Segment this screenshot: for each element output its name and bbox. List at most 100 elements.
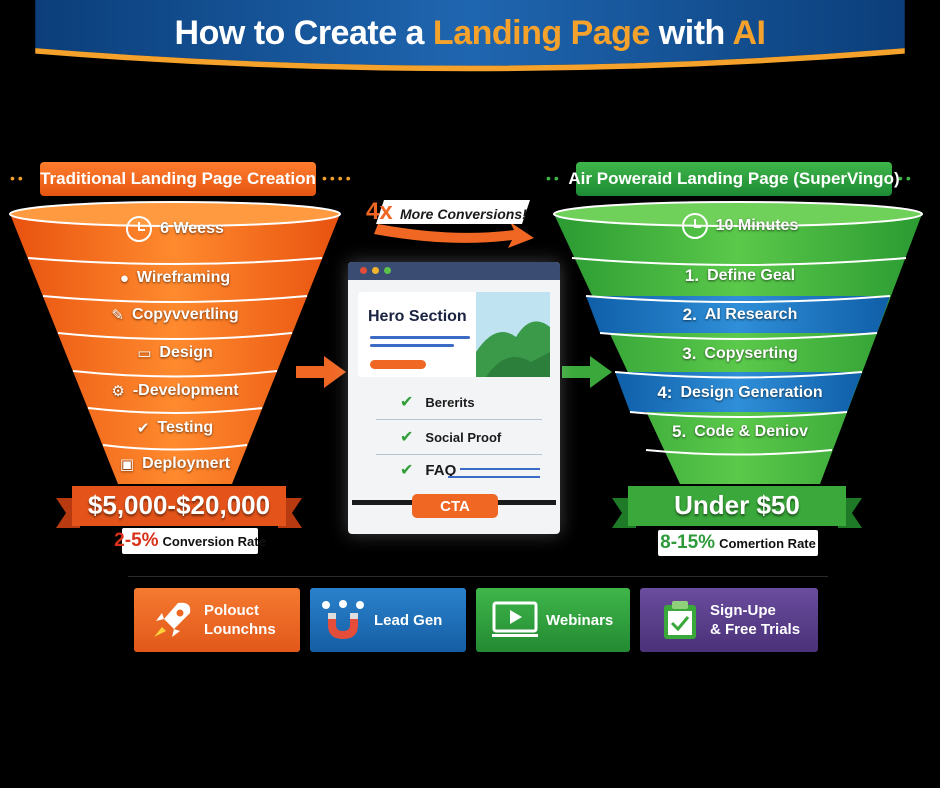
traditional-step-6: ▣ Deploymert xyxy=(75,452,275,476)
video-player-icon xyxy=(492,601,538,637)
ai-rate-label: Comertion Rate xyxy=(719,535,816,551)
card-line2: & Free Trials xyxy=(710,621,801,638)
left-dots-right: •••• xyxy=(322,170,354,186)
traditional-time-label: 6 Weess xyxy=(160,220,224,237)
title-highlight: Landing Page xyxy=(432,14,650,52)
browser-bar xyxy=(348,262,560,280)
cta-button[interactable]: CTA xyxy=(412,494,498,518)
traditional-step-2: ✎ Copyvvertling xyxy=(75,303,275,327)
card-lead-gen: Lead Gen xyxy=(310,588,466,652)
faq-line xyxy=(448,476,540,478)
card-line1: Lead Gen xyxy=(374,611,443,629)
speech-bubble-icon: ● xyxy=(119,269,129,287)
row-label: FAQ xyxy=(425,461,457,479)
step-label: Testing xyxy=(157,419,214,436)
ai-step-3: 3. Copyserting xyxy=(640,342,840,366)
divider xyxy=(376,419,542,420)
mockup-row-benefits: ✔ Bererits xyxy=(400,392,475,412)
title-part2: with xyxy=(658,14,725,52)
hero-text-line xyxy=(370,344,454,347)
ai-price: Under $50 xyxy=(628,486,846,524)
landing-page-mockup: Hero Section ✔ Bererits ✔ Social Proof ✔ FA… xyxy=(348,262,560,534)
screen-icon: ▣ xyxy=(119,456,135,473)
checkmark-icon: ✔ xyxy=(400,462,414,479)
mockup-row-social-proof: ✔ Social Proof xyxy=(400,427,501,447)
conversions-text: More Conversions! xyxy=(400,206,527,222)
traditional-step-1: ● Wireframing xyxy=(75,266,275,290)
traditional-time: 6 Weess xyxy=(100,215,250,243)
step-label: -Development xyxy=(132,382,239,399)
ai-price-banner-shape xyxy=(612,486,862,528)
title-highlight2: AI xyxy=(732,14,766,52)
gear-icon: ⚙ xyxy=(111,383,125,400)
step-label: Design Generation xyxy=(680,384,823,401)
traditional-step-5: ✔ Testing xyxy=(75,416,275,440)
ai-step-1: 1.Define Geal xyxy=(640,264,840,288)
ai-rate-pct: 8-15% xyxy=(660,532,716,553)
hero-button xyxy=(370,360,426,369)
browser-dot-icon xyxy=(384,267,391,274)
ai-step-2: 2. AI Research xyxy=(640,303,840,327)
mockup-row-faq: ✔ FAQ xyxy=(400,460,456,480)
card-signups-free-trials: Sign-Upe & Free Trials xyxy=(640,588,818,652)
right-dots: •• xyxy=(546,170,562,186)
step-number: 1. xyxy=(684,266,700,285)
step-label: AI Research xyxy=(704,306,798,323)
ai-funnel xyxy=(553,201,923,484)
card-line1: Sign-Upe xyxy=(710,602,776,619)
ai-price-value: Under $50 xyxy=(674,489,800,520)
more-conversions-arrow xyxy=(374,200,534,248)
step-label: Design xyxy=(159,344,213,361)
row-label: Social Proof xyxy=(425,429,502,445)
landscape-image-icon xyxy=(476,292,550,377)
clock-icon xyxy=(681,213,708,239)
card-line1: Polouct xyxy=(204,602,259,619)
faq-line xyxy=(460,468,540,470)
rocket-icon xyxy=(154,602,191,637)
ai-rate: 8-15% Comertion Rate xyxy=(658,530,818,556)
step-number: 3. xyxy=(682,344,697,363)
title-part1: How to Create a xyxy=(174,14,425,52)
step-label: Code & Deniov xyxy=(694,423,808,440)
traditional-price: $5,000-$20,000 xyxy=(72,486,286,524)
card-line1: Webinars xyxy=(546,611,614,629)
check-badge-icon: ✔ xyxy=(136,420,150,437)
step-number: 2. xyxy=(682,305,697,324)
step-label: Copyvvertling xyxy=(131,306,239,323)
step-label: Copyserting xyxy=(704,345,798,362)
row-label: Bererits xyxy=(425,394,475,410)
card-line2: Lounchns xyxy=(204,621,276,638)
traditional-rate-label: Conversion Rate xyxy=(162,533,266,549)
page-title: How to Create a Landing Page with AI xyxy=(0,14,940,53)
hero-title: Hero Section xyxy=(368,308,467,325)
traditional-rate: 2-5% Conversion Rate xyxy=(114,528,266,554)
hero-text-line xyxy=(370,336,470,339)
traditional-step-4: ⚙ -Development xyxy=(75,379,275,403)
traditional-price-banner-shape xyxy=(56,486,302,528)
step-number: 5. xyxy=(672,422,687,441)
monitor-icon: ▭ xyxy=(137,345,152,362)
ai-ribbon: Air Poweraid Landing Page (SuperVingo) xyxy=(568,162,900,196)
divider xyxy=(376,454,542,455)
hero-section: Hero Section xyxy=(358,292,550,377)
traditional-step-3: ▭ Design xyxy=(75,341,275,365)
traditional-price-value: $5,000-$20,000 xyxy=(87,489,271,520)
left-dots: •• xyxy=(10,170,26,186)
browser-dot-icon xyxy=(372,267,379,274)
right-dots-right: •• xyxy=(898,170,914,186)
magnet-icon xyxy=(322,600,364,639)
checkmark-icon: ✔ xyxy=(400,394,414,411)
browser-dot-icon xyxy=(360,267,367,274)
traditional-ribbon-label: Traditional Landing Page Creation xyxy=(40,169,316,188)
section-divider xyxy=(128,576,828,577)
ai-ribbon-label: Air Poweraid Landing Page (SuperVingo) xyxy=(568,169,900,188)
header-banner xyxy=(35,0,905,72)
traditional-funnel xyxy=(9,201,341,484)
step-label: Deploymert xyxy=(142,455,231,472)
conversions-multiplier: 4x xyxy=(366,198,393,225)
step-label: Wireframing xyxy=(136,269,231,286)
pen-icon: ✎ xyxy=(111,307,124,324)
checkmark-icon: ✔ xyxy=(400,429,414,446)
arrow-right-green-icon xyxy=(562,356,612,388)
